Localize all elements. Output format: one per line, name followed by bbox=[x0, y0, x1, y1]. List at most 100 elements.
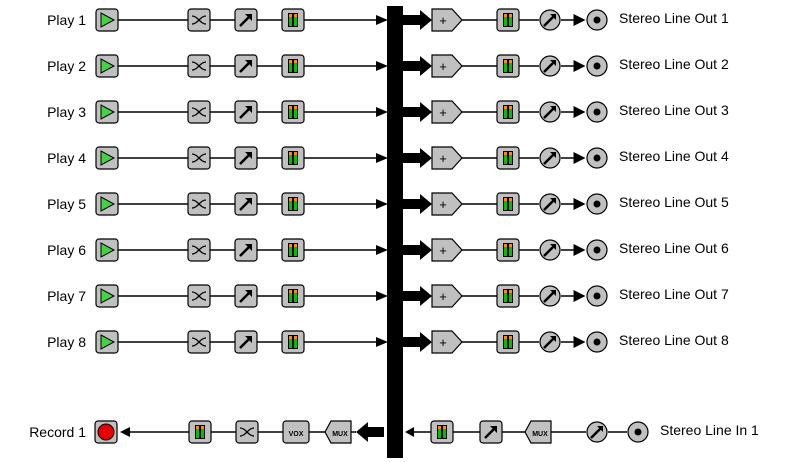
crossfade-icon[interactable] bbox=[187, 192, 211, 216]
volume-knob-icon[interactable] bbox=[234, 146, 258, 170]
volume-knob-icon[interactable] bbox=[234, 330, 258, 354]
pan-knob-icon[interactable] bbox=[539, 285, 561, 307]
crossfade-icon[interactable] bbox=[187, 54, 211, 78]
play-row: + bbox=[95, 192, 608, 216]
level-meter-icon[interactable] bbox=[281, 330, 305, 354]
level-meter-icon[interactable] bbox=[281, 100, 305, 124]
volume-knob-icon[interactable] bbox=[234, 54, 258, 78]
speaker-jack-icon[interactable] bbox=[586, 331, 608, 353]
svg-text:MUX: MUX bbox=[332, 431, 348, 438]
crossfade-icon[interactable] bbox=[187, 146, 211, 170]
play-icon[interactable] bbox=[95, 192, 119, 216]
speaker-jack-icon[interactable] bbox=[627, 421, 649, 443]
level-meter-icon[interactable] bbox=[281, 192, 305, 216]
play-icon[interactable] bbox=[95, 54, 119, 78]
level-meter-icon[interactable] bbox=[496, 284, 520, 308]
pan-knob-icon[interactable] bbox=[539, 147, 561, 169]
mux-icon[interactable]: MUX bbox=[324, 420, 352, 444]
level-meter-icon[interactable] bbox=[281, 54, 305, 78]
pan-knob-icon[interactable] bbox=[539, 239, 561, 261]
volume-knob-icon[interactable] bbox=[234, 192, 258, 216]
speaker-jack-icon[interactable] bbox=[586, 285, 608, 307]
level-meter-icon[interactable] bbox=[496, 100, 520, 124]
level-meter-icon[interactable] bbox=[430, 420, 454, 444]
speaker-jack-icon[interactable] bbox=[586, 55, 608, 77]
level-meter-icon[interactable] bbox=[496, 238, 520, 262]
play-label: Play 3 bbox=[47, 104, 86, 120]
volume-knob-icon[interactable] bbox=[234, 100, 258, 124]
input-label: Stereo Line In 1 bbox=[660, 422, 759, 438]
level-meter-icon[interactable] bbox=[496, 8, 520, 32]
main-bus bbox=[387, 6, 403, 458]
bus-input-arrow bbox=[376, 61, 388, 71]
level-meter-icon[interactable] bbox=[496, 330, 520, 354]
svg-text:+: + bbox=[439, 335, 447, 350]
bus-output-arrow bbox=[400, 102, 432, 122]
play-icon[interactable] bbox=[95, 284, 119, 308]
output-label: Stereo Line Out 1 bbox=[619, 10, 729, 26]
svg-text:+: + bbox=[439, 105, 447, 120]
play-label: Play 4 bbox=[47, 150, 86, 166]
crossfade-icon[interactable] bbox=[235, 420, 259, 444]
speaker-jack-icon[interactable] bbox=[586, 147, 608, 169]
pan-knob-icon[interactable] bbox=[539, 101, 561, 123]
speaker-jack-icon[interactable] bbox=[586, 101, 608, 123]
pan-knob-icon[interactable] bbox=[539, 9, 561, 31]
volume-knob-icon[interactable] bbox=[234, 284, 258, 308]
mixer-sum-icon[interactable]: + bbox=[431, 8, 463, 32]
level-meter-icon[interactable] bbox=[281, 284, 305, 308]
mixer-sum-icon[interactable]: + bbox=[431, 330, 463, 354]
pan-knob-icon[interactable] bbox=[586, 421, 608, 443]
volume-knob-icon[interactable] bbox=[234, 238, 258, 262]
output-label: Stereo Line Out 7 bbox=[619, 286, 729, 302]
svg-text:+: + bbox=[439, 151, 447, 166]
pan-knob-icon[interactable] bbox=[539, 55, 561, 77]
bus-input-arrow bbox=[376, 15, 388, 25]
mux-icon[interactable]: MUX bbox=[524, 420, 552, 444]
mixer-sum-icon[interactable]: + bbox=[431, 146, 463, 170]
mixer-sum-icon[interactable]: + bbox=[431, 100, 463, 124]
mixer-sum-icon[interactable]: + bbox=[431, 54, 463, 78]
speaker-jack-icon[interactable] bbox=[586, 193, 608, 215]
vox-icon[interactable]: VOX bbox=[282, 420, 310, 444]
crossfade-icon[interactable] bbox=[187, 238, 211, 262]
level-meter-icon[interactable] bbox=[281, 238, 305, 262]
mixer-sum-icon[interactable]: + bbox=[431, 284, 463, 308]
level-meter-icon[interactable] bbox=[496, 54, 520, 78]
svg-text:+: + bbox=[439, 289, 447, 304]
record-icon[interactable] bbox=[94, 420, 118, 444]
play-label: Play 6 bbox=[47, 242, 86, 258]
play-label: Play 5 bbox=[47, 196, 86, 212]
mixer-sum-icon[interactable]: + bbox=[431, 238, 463, 262]
crossfade-icon[interactable] bbox=[187, 284, 211, 308]
svg-text:+: + bbox=[439, 197, 447, 212]
svg-text:+: + bbox=[439, 13, 447, 28]
crossfade-icon[interactable] bbox=[187, 330, 211, 354]
speaker-jack-icon[interactable] bbox=[586, 239, 608, 261]
bus-output-arrow bbox=[400, 10, 432, 30]
play-label: Play 1 bbox=[47, 12, 86, 28]
play-icon[interactable] bbox=[95, 146, 119, 170]
speaker-jack-icon[interactable] bbox=[586, 9, 608, 31]
level-meter-icon[interactable] bbox=[496, 192, 520, 216]
level-meter-icon[interactable] bbox=[281, 8, 305, 32]
play-icon[interactable] bbox=[95, 330, 119, 354]
output-label: Stereo Line Out 5 bbox=[619, 194, 729, 210]
pan-knob-icon[interactable] bbox=[539, 331, 561, 353]
play-icon[interactable] bbox=[95, 238, 119, 262]
level-meter-icon[interactable] bbox=[281, 146, 305, 170]
volume-knob-icon[interactable] bbox=[234, 8, 258, 32]
crossfade-icon[interactable] bbox=[187, 100, 211, 124]
play-icon[interactable] bbox=[95, 8, 119, 32]
play-row: + bbox=[95, 100, 608, 124]
pan-knob-icon[interactable] bbox=[539, 193, 561, 215]
mixer-sum-icon[interactable]: + bbox=[431, 192, 463, 216]
bus-output-arrow bbox=[400, 240, 432, 260]
bus-input-arrow bbox=[356, 422, 384, 442]
level-meter-icon[interactable] bbox=[188, 420, 212, 444]
crossfade-icon[interactable] bbox=[187, 8, 211, 32]
level-meter-icon[interactable] bbox=[496, 146, 520, 170]
play-icon[interactable] bbox=[95, 100, 119, 124]
play-row: + bbox=[95, 54, 608, 78]
volume-knob-icon[interactable] bbox=[479, 420, 503, 444]
